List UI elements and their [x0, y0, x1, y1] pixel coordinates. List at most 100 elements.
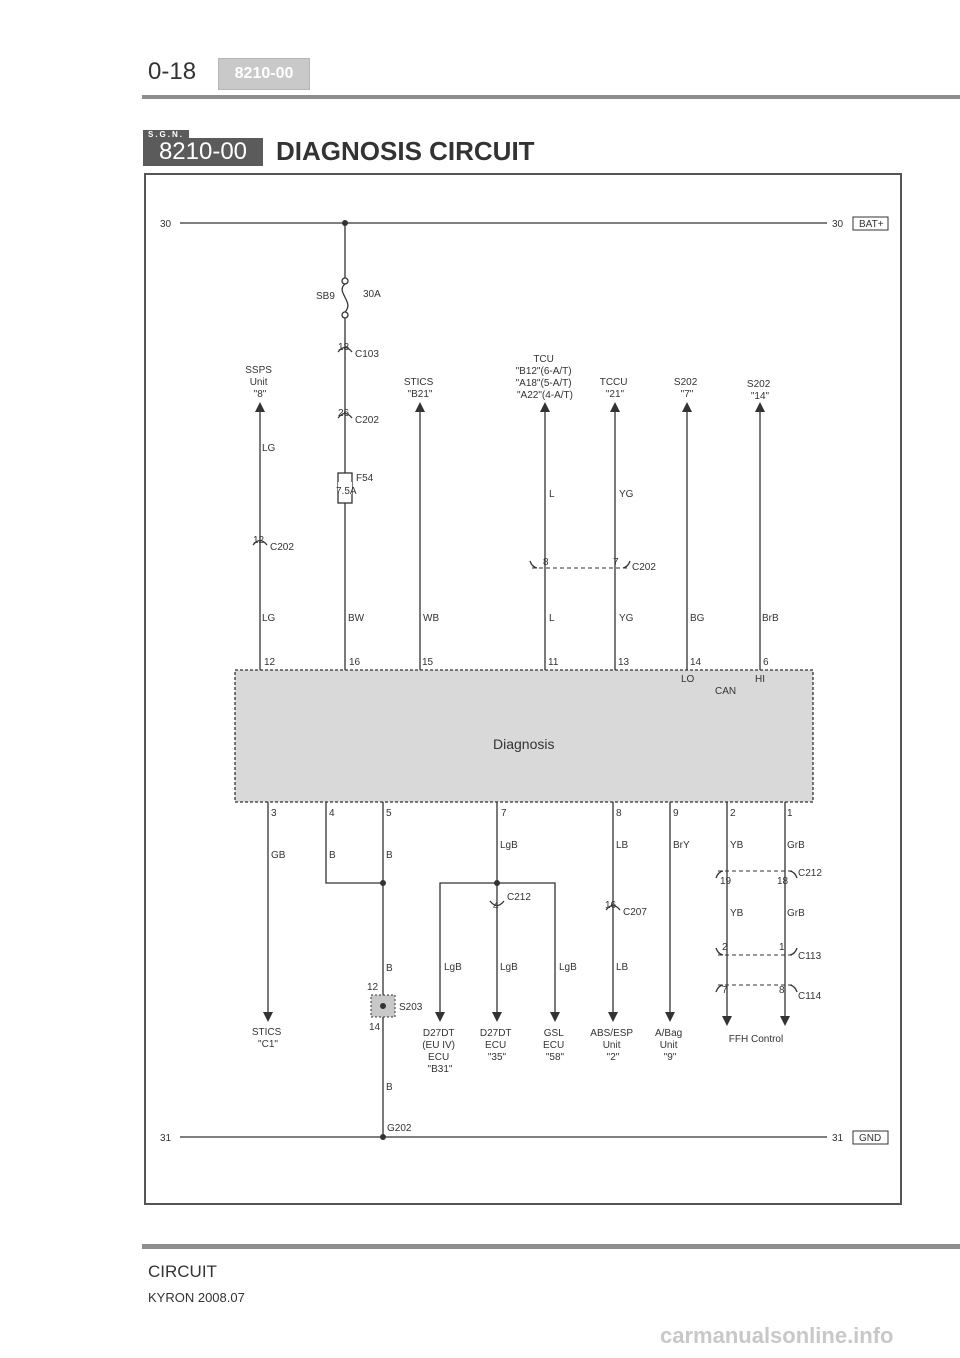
page-tag: 8210-00	[218, 58, 310, 90]
connector-c207-icon	[605, 904, 621, 911]
c103-name: C103	[355, 349, 379, 360]
arrow-up-icon	[755, 402, 765, 412]
gnd-tag-box	[852, 1130, 889, 1145]
wire-label: B	[386, 850, 393, 861]
wire-label: B	[329, 850, 336, 861]
pin-label: 12	[264, 657, 276, 668]
arrow-up-icon	[610, 402, 620, 412]
bat-tag-box	[852, 216, 889, 231]
wire-label: YB	[730, 840, 744, 851]
dest-tccu: TCCU "21"	[600, 377, 631, 400]
c114-pin-r: 8	[779, 985, 785, 996]
connector-c202-icon	[252, 539, 268, 546]
module-label: Diagnosis	[493, 736, 554, 752]
wire-label: YB	[730, 908, 744, 919]
dest-tcu: TCU "B12"(6-A/T) "A18"(5-A/T) "A22"(4-A/…	[516, 354, 575, 401]
pin-label: 7	[501, 808, 507, 819]
c202b-pin: 12	[253, 535, 265, 546]
can-label: CAN	[715, 686, 736, 697]
connector-bracket	[789, 947, 798, 956]
dest-stics-bottom: STICS "C1"	[252, 1027, 284, 1050]
page-number: 0-18	[148, 58, 197, 85]
connector-c202-icon	[337, 412, 353, 419]
c212b-pin-l: 19	[720, 876, 732, 887]
watermark: carmanualsonline.info	[660, 1323, 894, 1348]
connector-bracket	[789, 984, 798, 993]
wire-label: L	[549, 489, 555, 500]
c207-name: C207	[623, 907, 647, 918]
wire-label: GrB	[787, 908, 805, 919]
can-lo-label: LO	[681, 674, 695, 685]
c202c-name: C202	[632, 562, 656, 573]
footer-section: CIRCUIT	[148, 1262, 217, 1281]
wire-label: B	[386, 1082, 393, 1093]
c202c-pin-r: 7	[613, 557, 619, 568]
section-badge: 8210-00	[143, 138, 263, 166]
footer-rule	[142, 1244, 960, 1249]
wire-label: LgB	[559, 962, 577, 973]
section-badge-small: S.G.N.	[143, 130, 190, 139]
bus-bottom-right-label: 31	[832, 1133, 844, 1144]
c212b-name: C212	[798, 868, 822, 879]
pin-label: 2	[730, 808, 736, 819]
dest-d27dt: D27DT ECU "35"	[480, 1028, 514, 1063]
c114-name: C114	[798, 991, 822, 1002]
c212b-pin-r: 18	[777, 876, 789, 887]
gnd-tag: GND	[859, 1133, 881, 1144]
s203-pin-bottom: 14	[369, 1022, 381, 1033]
wire-label: WB	[423, 613, 439, 624]
c212a-name: C212	[507, 892, 531, 903]
pin-label: 9	[673, 808, 679, 819]
wire-label: YG	[619, 489, 634, 500]
splice-point	[380, 1003, 386, 1009]
c113-name: C113	[798, 951, 822, 962]
dest-s202-7: S202 "7"	[674, 377, 700, 400]
pin-label: 11	[548, 657, 559, 668]
arrow-down-icon	[492, 1012, 502, 1022]
wire-label: BrY	[673, 840, 690, 851]
wire-label: LgB	[500, 840, 518, 851]
connector-bracket	[789, 870, 798, 879]
pin-label: 15	[422, 657, 434, 668]
bus-top-left-label: 30	[160, 219, 172, 230]
wire-b-pin4	[325, 802, 383, 884]
arrow-down-icon	[435, 1012, 445, 1022]
wire-label: BW	[348, 613, 365, 624]
c212a-pin: 4	[493, 901, 499, 912]
diagnosis-module	[234, 669, 814, 803]
footer-model: KYRON 2008.07	[148, 1290, 245, 1305]
g202-label: G202	[387, 1123, 412, 1134]
c202b-name: C202	[270, 542, 294, 553]
pin-label: 8	[616, 808, 622, 819]
wire-label: LB	[616, 840, 629, 851]
arrow-down-icon	[263, 1012, 273, 1022]
header-rule	[142, 95, 960, 99]
wire-label: LgB	[500, 962, 518, 973]
dest-s202-14: S202 "14"	[747, 379, 773, 402]
fuse-sb9-terminal	[341, 277, 349, 285]
dest-ffh: FFH Control	[729, 1034, 783, 1045]
fuse-f54-name: F54	[356, 473, 374, 484]
bat-tag: BAT+	[859, 219, 884, 230]
fuse-sb9-rating: 30A	[363, 289, 381, 300]
wire-junction	[494, 880, 500, 886]
c202c-pin-l: 8	[543, 557, 549, 568]
wire-label: GB	[271, 850, 286, 861]
c202a-pin: 26	[338, 408, 350, 419]
wire-label: LB	[616, 962, 629, 973]
c114-pin-l: 7	[722, 985, 728, 996]
s203-pin-top: 12	[367, 982, 379, 993]
dest-stics-top: STICS "B21"	[404, 377, 436, 400]
dest-abs: ABS/ESP Unit "2"	[590, 1028, 635, 1063]
connector-bracket	[715, 870, 724, 879]
bus-top-right-label: 30	[832, 219, 844, 230]
wire-label: YG	[619, 613, 634, 624]
dest-gsl: GSL ECU "58"	[543, 1028, 567, 1063]
arrow-up-icon	[540, 402, 550, 412]
wire-label: BrB	[762, 613, 779, 624]
connector-bracket	[622, 560, 631, 569]
section-title: DIAGNOSIS CIRCUIT	[276, 136, 535, 166]
dest-d27dt-eu: D27DT (EU IV) ECU "B31"	[422, 1028, 458, 1075]
c113-pin-l: 2	[722, 942, 728, 953]
